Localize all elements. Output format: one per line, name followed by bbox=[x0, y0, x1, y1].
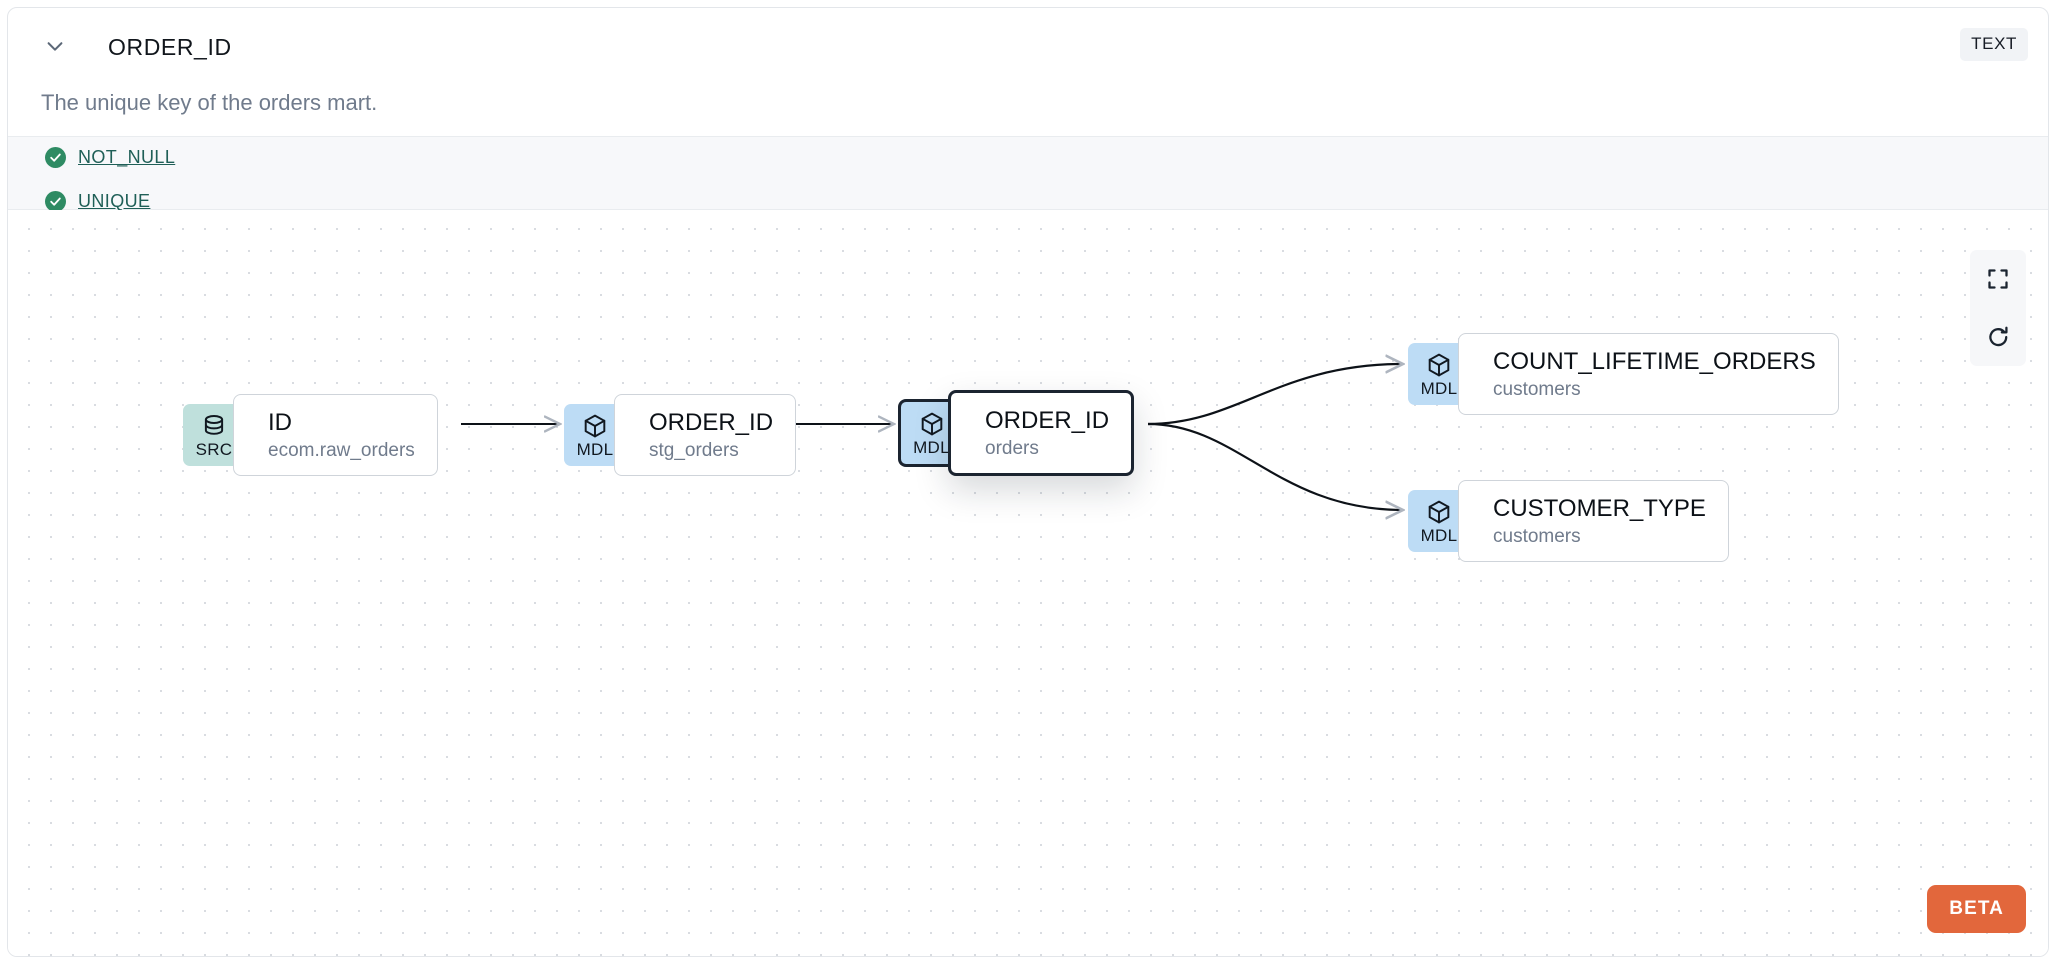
node-badge-label: MDL bbox=[1420, 378, 1458, 398]
lineage-canvas[interactable]: SRC ID ecom.raw_orders MDL ORDER_ID stg_… bbox=[8, 210, 2048, 956]
tests-section: NOT_NULL UNIQUE bbox=[8, 136, 2048, 212]
lineage-node-src-id[interactable]: SRC ID ecom.raw_orders bbox=[183, 394, 438, 477]
test-row[interactable]: UNIQUE bbox=[45, 191, 150, 212]
column-description: The unique key of the orders mart. bbox=[41, 90, 378, 115]
node-name: ORDER_ID bbox=[985, 407, 1110, 434]
node-subtitle: orders bbox=[985, 437, 1039, 459]
test-row[interactable]: NOT_NULL bbox=[45, 147, 175, 168]
edge-orders-to-customer-type bbox=[1147, 422, 1403, 510]
edge-orders-to-count-lifetime-orders bbox=[1147, 364, 1403, 426]
check-circle-icon bbox=[45, 191, 66, 212]
chevron-down-icon[interactable] bbox=[41, 32, 69, 60]
node-card[interactable]: ID ecom.raw_orders bbox=[233, 394, 438, 477]
test-link[interactable]: UNIQUE bbox=[78, 191, 151, 211]
node-name: ID bbox=[268, 409, 292, 436]
node-subtitle: customers bbox=[1493, 378, 1581, 400]
node-badge-label: SRC bbox=[195, 439, 233, 459]
refresh-icon[interactable] bbox=[1970, 308, 2026, 366]
node-card[interactable]: CUSTOMER_TYPE customers bbox=[1458, 480, 1729, 563]
lineage-node-customer-type[interactable]: MDL CUSTOMER_TYPE customers bbox=[1408, 480, 1729, 563]
node-badge-label: MDL bbox=[576, 439, 614, 459]
node-card[interactable]: ORDER_ID stg_orders bbox=[614, 394, 797, 477]
data-type-badge: TEXT bbox=[1960, 28, 2028, 61]
test-link[interactable]: NOT_NULL bbox=[78, 147, 176, 167]
node-name: ORDER_ID bbox=[649, 409, 774, 436]
lineage-node-orders-order-id[interactable]: MDL ORDER_ID orders bbox=[898, 390, 1135, 477]
lineage-node-stg-order-id[interactable]: MDL ORDER_ID stg_orders bbox=[564, 394, 797, 477]
node-card[interactable]: COUNT_LIFETIME_ORDERS customers bbox=[1458, 333, 1839, 416]
lineage-edges bbox=[461, 210, 2048, 956]
panel-header: ORDER_ID TEXT bbox=[8, 8, 2048, 80]
node-badge-label: MDL bbox=[1420, 525, 1458, 545]
lineage-node-count-lifetime-orders[interactable]: MDL COUNT_LIFETIME_ORDERS customers bbox=[1408, 333, 1839, 416]
node-name: COUNT_LIFETIME_ORDERS bbox=[1493, 348, 1816, 375]
column-detail-panel: ORDER_ID TEXT The unique key of the orde… bbox=[7, 7, 2049, 957]
check-circle-icon bbox=[45, 147, 66, 168]
canvas-controls bbox=[1970, 250, 2026, 366]
fit-screen-icon[interactable] bbox=[1970, 250, 2026, 308]
page-title: ORDER_ID bbox=[108, 34, 232, 60]
node-badge-label: MDL bbox=[913, 437, 950, 457]
node-subtitle: ecom.raw_orders bbox=[268, 439, 415, 461]
node-subtitle: customers bbox=[1493, 525, 1581, 547]
node-subtitle: stg_orders bbox=[649, 439, 739, 461]
beta-badge[interactable]: BETA bbox=[1927, 885, 2026, 933]
node-name: CUSTOMER_TYPE bbox=[1493, 495, 1706, 522]
node-card[interactable]: ORDER_ID orders bbox=[948, 390, 1135, 477]
